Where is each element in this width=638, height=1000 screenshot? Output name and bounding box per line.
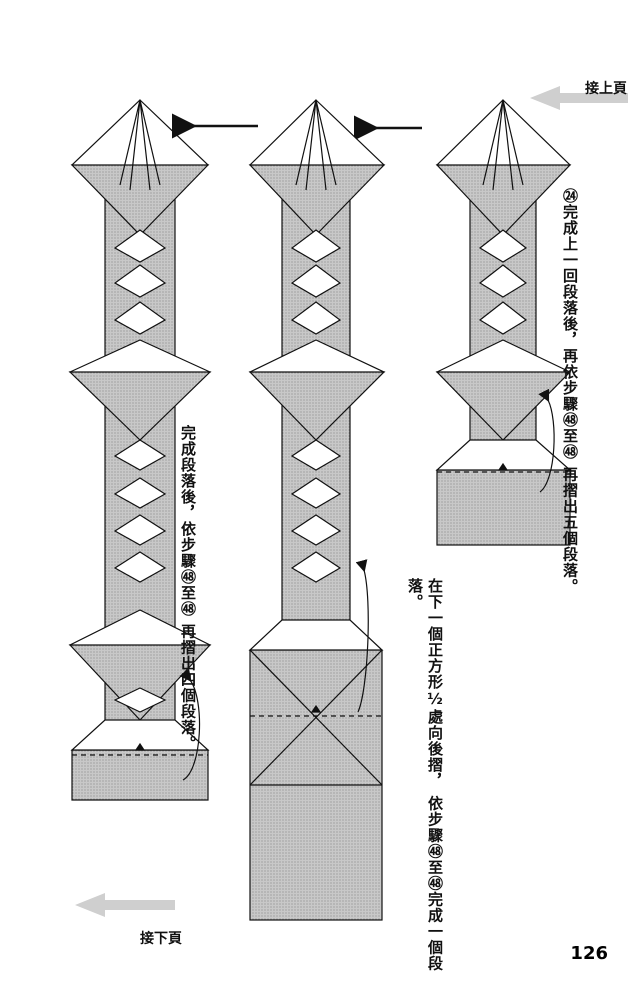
page-number: 126	[570, 943, 608, 964]
prev-page-arrow-icon[interactable]	[75, 893, 175, 917]
step-63-instruction: 在下一個正方形½處向後摺， 依步驟㊽至㊽完成一個段落。	[405, 578, 445, 1000]
step-62-line-2: 再摺出五個段落。	[561, 466, 579, 595]
column-step-63	[248, 99, 386, 921]
step-62-line-1: ㉔完成上一回段落後，再依步驟㊽至㊽	[561, 188, 579, 460]
step-63-line-1: 在下一個正方形½處向後摺，	[426, 578, 444, 789]
column-step-64	[68, 99, 212, 801]
next-page-label[interactable]: 接上頁	[585, 81, 627, 97]
prev-page-label[interactable]: 接下頁	[140, 931, 182, 947]
step-64-line-1: 完成段落後，依步驟㊽至㊽	[179, 425, 197, 617]
step-64-instruction: 完成段落後，依步驟㊽至㊽ 再摺出四個段落。	[178, 425, 198, 751]
step-63-line-2: 依步驟㊽至㊽完成一個段落。	[406, 578, 444, 972]
column-step-62	[435, 99, 572, 546]
step-62-instruction: ㉔完成上一回段落後，再依步驟㊽至㊽ 再摺出五個段落。	[560, 188, 580, 594]
step-64-line-2: 再摺出四個段落。	[179, 623, 197, 752]
next-page-arrow-icon[interactable]	[530, 86, 628, 110]
